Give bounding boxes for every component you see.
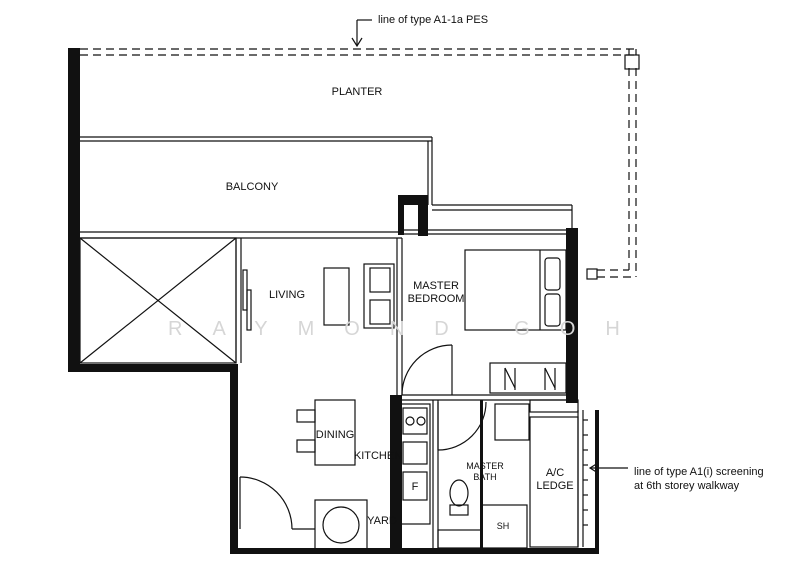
screening-comb — [583, 419, 588, 526]
pes-note: line of type A1-1a PES — [378, 14, 489, 26]
sofa — [363, 263, 395, 329]
screening-note-line-1: line of type A1(i) screening — [634, 466, 764, 478]
planter-label: PLANTER — [331, 86, 383, 98]
dining-table — [314, 399, 356, 466]
master-bedroom-label-2: BEDROOM — [407, 293, 465, 305]
dining-label: DINING — [315, 429, 355, 441]
coffee-table — [323, 267, 350, 326]
master-bath-label-2: BATH — [473, 472, 497, 482]
watermark: RAYMOND GOH — [168, 318, 650, 340]
screening-note-line-2: at 6th storey walkway — [634, 480, 740, 492]
pes-post-small — [586, 268, 598, 280]
ac-ledge-label-1: A/C — [545, 467, 565, 479]
pes-arrow — [351, 37, 363, 48]
toilet — [449, 479, 469, 507]
pes-post — [624, 54, 640, 70]
pes-boundary-line — [80, 48, 637, 278]
walls — [68, 48, 599, 554]
fridge-label: F — [411, 481, 419, 493]
basin-counter — [494, 403, 530, 441]
ac-ledge-label-2: LEDGE — [536, 480, 574, 492]
kitchen-label: KITCHEN — [353, 450, 403, 462]
balcony-label: BALCONY — [225, 181, 279, 193]
living-label: LIVING — [268, 289, 306, 301]
shower-label: SH — [496, 521, 510, 531]
yard-label: YARD — [367, 515, 397, 527]
master-bath-label-1: MASTER — [466, 461, 504, 471]
master-bedroom-label-1: MASTER — [413, 280, 459, 292]
